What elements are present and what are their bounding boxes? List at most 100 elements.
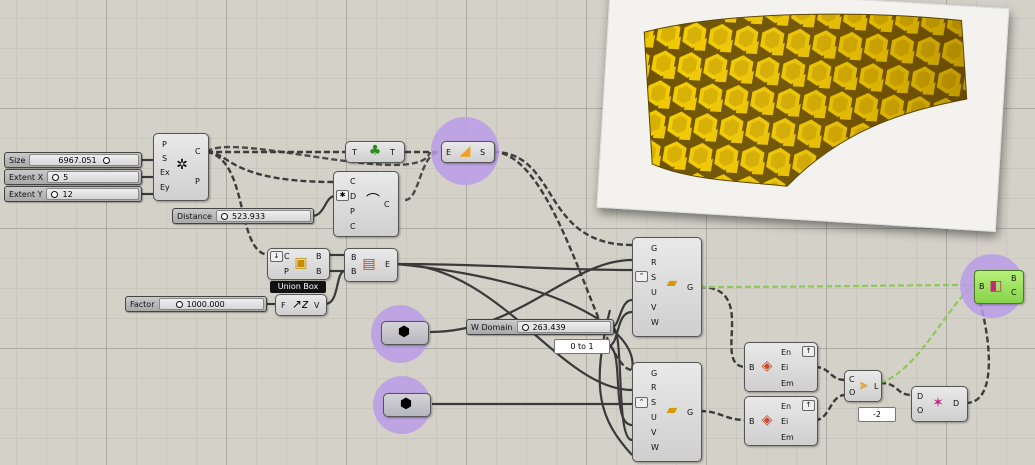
output-e[interactable]: E	[385, 260, 391, 269]
extent-y-slider[interactable]: Extent Y 12	[4, 186, 142, 202]
size-slider[interactable]: Size 6967.051	[4, 152, 142, 168]
number-panel[interactable]: -2	[858, 407, 896, 422]
output-g[interactable]: G	[687, 408, 694, 417]
join-icon: ⫸	[860, 377, 868, 393]
output-g[interactable]: G	[687, 283, 694, 292]
morph-icon: ▰	[666, 275, 678, 291]
input-p[interactable]: P	[284, 267, 289, 276]
brep-edges-component-1[interactable]: B ◈ En Ei Em ↑	[744, 342, 818, 392]
output-en[interactable]: En	[781, 348, 792, 357]
output-em[interactable]: Em	[781, 433, 794, 442]
input-b[interactable]: B	[979, 282, 985, 291]
input-s[interactable]: S	[651, 398, 657, 407]
input-d[interactable]: D	[917, 392, 924, 401]
input-c[interactable]: C	[350, 177, 356, 186]
input-v[interactable]: V	[651, 428, 657, 437]
size-value-track[interactable]: 6967.051	[29, 154, 139, 166]
output-b2[interactable]: B	[316, 267, 322, 276]
output-c[interactable]: C	[384, 200, 390, 209]
input-b[interactable]: B	[351, 253, 357, 262]
input-s[interactable]: S	[651, 273, 657, 282]
input-o[interactable]: O	[917, 406, 924, 415]
output-d[interactable]: D	[953, 399, 960, 408]
output-v[interactable]: V	[314, 301, 320, 310]
output-ei[interactable]: Ei	[781, 417, 789, 426]
input-t[interactable]: T	[352, 148, 357, 157]
graph-mapper-icon: ⌃	[635, 397, 648, 408]
input-ex[interactable]: Ex	[160, 168, 170, 177]
input-r[interactable]: R	[651, 258, 657, 267]
output-p[interactable]: P	[195, 177, 200, 186]
output-c[interactable]: C	[195, 147, 201, 156]
input-o[interactable]: O	[849, 388, 856, 397]
extent-y-value-track[interactable]: 12	[46, 188, 139, 200]
arrow-up-icon: ↑	[802, 346, 815, 357]
extent-x-slider[interactable]: Extent X 5	[4, 169, 142, 185]
size-label: Size	[9, 155, 26, 165]
input-p[interactable]: P	[350, 207, 355, 216]
input-c2[interactable]: C	[350, 222, 356, 231]
output-b[interactable]: B	[316, 252, 322, 261]
output-s[interactable]: S	[480, 148, 486, 157]
input-s[interactable]: S	[162, 154, 168, 163]
box-morph-component-2[interactable]: G R ⌃ S U V W ▰ G	[632, 362, 702, 462]
input-g[interactable]: G	[651, 369, 658, 378]
input-w[interactable]: W	[651, 318, 659, 327]
output-em[interactable]: Em	[781, 379, 794, 388]
input-w[interactable]: W	[651, 443, 659, 452]
tree-component[interactable]: T ♣ T	[345, 141, 405, 163]
explode-component[interactable]: E ◢ S	[441, 141, 495, 163]
input-u[interactable]: U	[651, 413, 657, 422]
input-f[interactable]: F	[281, 301, 286, 310]
extent-x-value-track[interactable]: 5	[47, 171, 139, 183]
input-b[interactable]: B	[749, 417, 755, 426]
slider-grip-icon[interactable]	[102, 156, 110, 164]
factor-slider[interactable]: Factor 1000.000	[125, 296, 267, 312]
join-component[interactable]: C O ⫸ L	[844, 370, 882, 402]
box-morph-component-1[interactable]: G R ⌃ S U V W ▰ G	[632, 237, 702, 337]
domain-panel[interactable]: 0 to 1	[554, 339, 610, 354]
brep-container-1[interactable]: ⬢	[381, 321, 429, 345]
unit-z-component[interactable]: F ↗z V	[275, 294, 327, 316]
output-t[interactable]: T	[390, 148, 395, 157]
slider-grip-icon[interactable]	[220, 212, 228, 220]
slider-grip-icon[interactable]	[521, 323, 529, 331]
hexagonal-grid-component[interactable]: P S Ex Ey ✲ C P	[153, 133, 209, 201]
brep-container-2[interactable]: ⬢	[383, 393, 431, 417]
input-b[interactable]: B	[749, 363, 755, 372]
distance-value-track[interactable]: 523.933	[215, 210, 311, 222]
input-p[interactable]: P	[162, 140, 167, 149]
brep-icon: ⬢	[399, 396, 413, 412]
slider-grip-icon[interactable]	[175, 300, 183, 308]
w-domain-value-track[interactable]: 263.439	[516, 321, 611, 333]
box-edges-component[interactable]: B B ▤ E	[344, 248, 398, 282]
input-c[interactable]: C	[284, 252, 290, 261]
w-domain-slider[interactable]: W Domain 263.439	[466, 319, 614, 335]
input-e[interactable]: E	[446, 148, 452, 157]
input-r[interactable]: R	[651, 383, 657, 392]
offset-curve-component[interactable]: C ✱ D P C ⌒ C	[333, 171, 399, 237]
union-box-component[interactable]: ↓ C P ▣ B B	[267, 248, 330, 280]
input-g[interactable]: G	[651, 244, 658, 253]
brep-edges-icon: ◈	[761, 412, 773, 428]
input-b2[interactable]: B	[351, 267, 357, 276]
output-b[interactable]: B	[1011, 274, 1017, 283]
input-u[interactable]: U	[651, 288, 657, 297]
brep-edges-icon: ◈	[761, 358, 773, 374]
output-c[interactable]: C	[1011, 288, 1017, 297]
custom-preview-component[interactable]: B ◧ B C	[974, 270, 1024, 304]
input-c[interactable]: C	[849, 375, 855, 384]
output-l[interactable]: L	[874, 382, 879, 391]
factor-value-track[interactable]: 1000.000	[158, 298, 264, 310]
wire	[879, 381, 913, 397]
brep-edges-component-2[interactable]: B ◈ En Ei Em ↑	[744, 396, 818, 446]
output-ei[interactable]: Ei	[781, 363, 789, 372]
input-d[interactable]: D	[350, 192, 357, 201]
input-ey[interactable]: Ey	[160, 183, 170, 192]
input-v[interactable]: V	[651, 303, 657, 312]
slider-grip-icon[interactable]	[52, 173, 60, 181]
output-en[interactable]: En	[781, 402, 792, 411]
dispatch-component[interactable]: D O ✶ D	[911, 386, 968, 422]
distance-slider[interactable]: Distance 523.933	[172, 208, 314, 224]
slider-grip-icon[interactable]	[51, 190, 59, 198]
